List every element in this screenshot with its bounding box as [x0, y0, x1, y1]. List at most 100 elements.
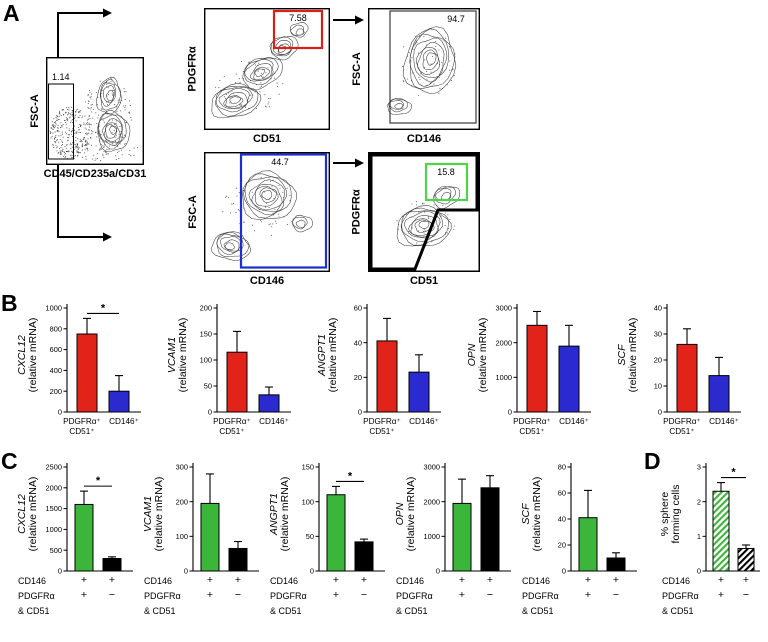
group-sign: +: [80, 589, 88, 601]
group-sign: +: [486, 574, 494, 586]
y-tick-label: 300: [176, 463, 188, 472]
y-tick-label: 100: [176, 532, 188, 541]
gate-outline: [239, 153, 328, 269]
bar-green_hatch: [712, 490, 730, 572]
group-sign: +: [612, 574, 620, 586]
gate-percentage: 44.7: [271, 157, 289, 167]
significance-asterisk: *: [96, 475, 101, 487]
y-axis-label: VCAM1(relative mRNA): [166, 317, 189, 393]
y-tick-label: 0: [508, 408, 512, 415]
bar-green: [200, 502, 220, 572]
gate-outline: [272, 9, 324, 50]
x-axis-labels: PDGFRα⁺CD51⁺CD146⁺: [616, 415, 766, 441]
bar-blue: [408, 371, 430, 413]
group-sign: +: [332, 574, 340, 586]
flow-y-axis-label: PDGFRα: [351, 189, 364, 235]
y-axis-label: CXCL12(relative mRNA): [16, 317, 39, 393]
y-tick-label: 50: [204, 382, 212, 391]
group-sign: +: [458, 574, 466, 586]
group-row-label: CD146: [662, 576, 691, 586]
flow-x-axis-label: CD51: [409, 275, 439, 287]
gate-percentage: 94.7: [447, 14, 465, 24]
flow-x-axis-label: CD146: [249, 275, 285, 287]
gate-outline: [369, 153, 479, 271]
group-row-label: & CD51: [270, 606, 302, 616]
group-sign: +: [584, 574, 592, 586]
y-axis-label: SCF(relative mRNA): [616, 317, 639, 393]
flow-y-axis-label: FSC-A: [29, 94, 42, 128]
bar-black: [102, 558, 122, 572]
group-row-label: & CD51: [18, 606, 50, 616]
x-axis-labels: PDGFRα⁺CD51⁺CD146⁺: [166, 415, 316, 441]
y-tick-label: 60: [354, 304, 362, 313]
significance-asterisk: *: [101, 302, 106, 314]
y-tick-label: 0: [562, 567, 566, 574]
y-tick-label: 0: [58, 408, 62, 415]
group-sign: +: [360, 574, 368, 586]
x-axis-labels: PDGFRα⁺CD51⁺CD146⁺: [16, 415, 166, 441]
y-axis-label: OPN(relative mRNA): [394, 476, 417, 552]
x-category-label: PDGFRα⁺CD51⁺: [63, 417, 101, 436]
group-sign: −: [234, 589, 242, 601]
y-tick-label: 2000: [46, 483, 62, 492]
x-category-label: CD146⁺: [559, 417, 589, 426]
y-tick-label: 1000: [46, 525, 62, 534]
y-tick-label: 200: [50, 387, 62, 396]
y-axis-label: SCF(relative mRNA): [520, 476, 543, 552]
gate-outline: [424, 162, 469, 202]
y-tick-label: 20: [558, 541, 566, 550]
group-row-label: PDGFRα: [270, 591, 307, 601]
y-tick-label: 40: [654, 304, 662, 313]
y-tick-label: 2500: [46, 463, 62, 472]
group-row-label: CD146: [144, 576, 173, 586]
y-tick-label: 20: [654, 356, 662, 365]
y-tick-label: 200: [200, 304, 212, 313]
y-tick-label: 1000: [424, 532, 440, 541]
group-row-label: & CD51: [522, 606, 554, 616]
y-tick-label: 500: [50, 546, 62, 555]
y-tick-label: 100: [200, 356, 212, 365]
group-sign: +: [717, 574, 725, 586]
y-tick-label: 0: [436, 567, 440, 574]
x-category-label: PDGFRα⁺CD51⁺: [663, 417, 701, 436]
y-tick-label: 2: [697, 497, 701, 506]
group-row-label: CD146: [396, 576, 425, 586]
x-axis-labels: PDGFRα⁺CD51⁺CD146⁺: [316, 415, 466, 441]
group-row-label: & CD51: [144, 606, 176, 616]
group-row-label: & CD51: [662, 606, 694, 616]
y-tick-label: 1000: [46, 304, 62, 313]
y-axis-label: ANGPT1(relative mRNA): [268, 476, 291, 552]
y-tick-label: 60: [558, 489, 566, 498]
bar-black: [354, 541, 374, 572]
y-tick-label: 1: [697, 532, 701, 541]
bar-red: [226, 351, 248, 413]
x-axis-labels: CD146++PDGFRα+−& CD51: [660, 574, 766, 622]
group-row-label: & CD51: [396, 606, 428, 616]
group-sign: +: [458, 589, 466, 601]
group-row-label: CD146: [522, 576, 551, 586]
contour-plot: 1.14: [46, 57, 144, 165]
x-category-label: PDGFRα⁺CD51⁺: [513, 417, 551, 436]
y-tick-label: 600: [50, 345, 62, 354]
bar-blue: [708, 375, 730, 413]
y-tick-label: 3000: [496, 304, 512, 313]
bar-black: [480, 487, 500, 572]
group-row-label: CD146: [270, 576, 299, 586]
gate-percentage: 15.8: [437, 167, 455, 177]
x-axis-labels: CD146++PDGFRα+−& CD51: [520, 574, 646, 622]
gate-outline: [48, 83, 74, 160]
